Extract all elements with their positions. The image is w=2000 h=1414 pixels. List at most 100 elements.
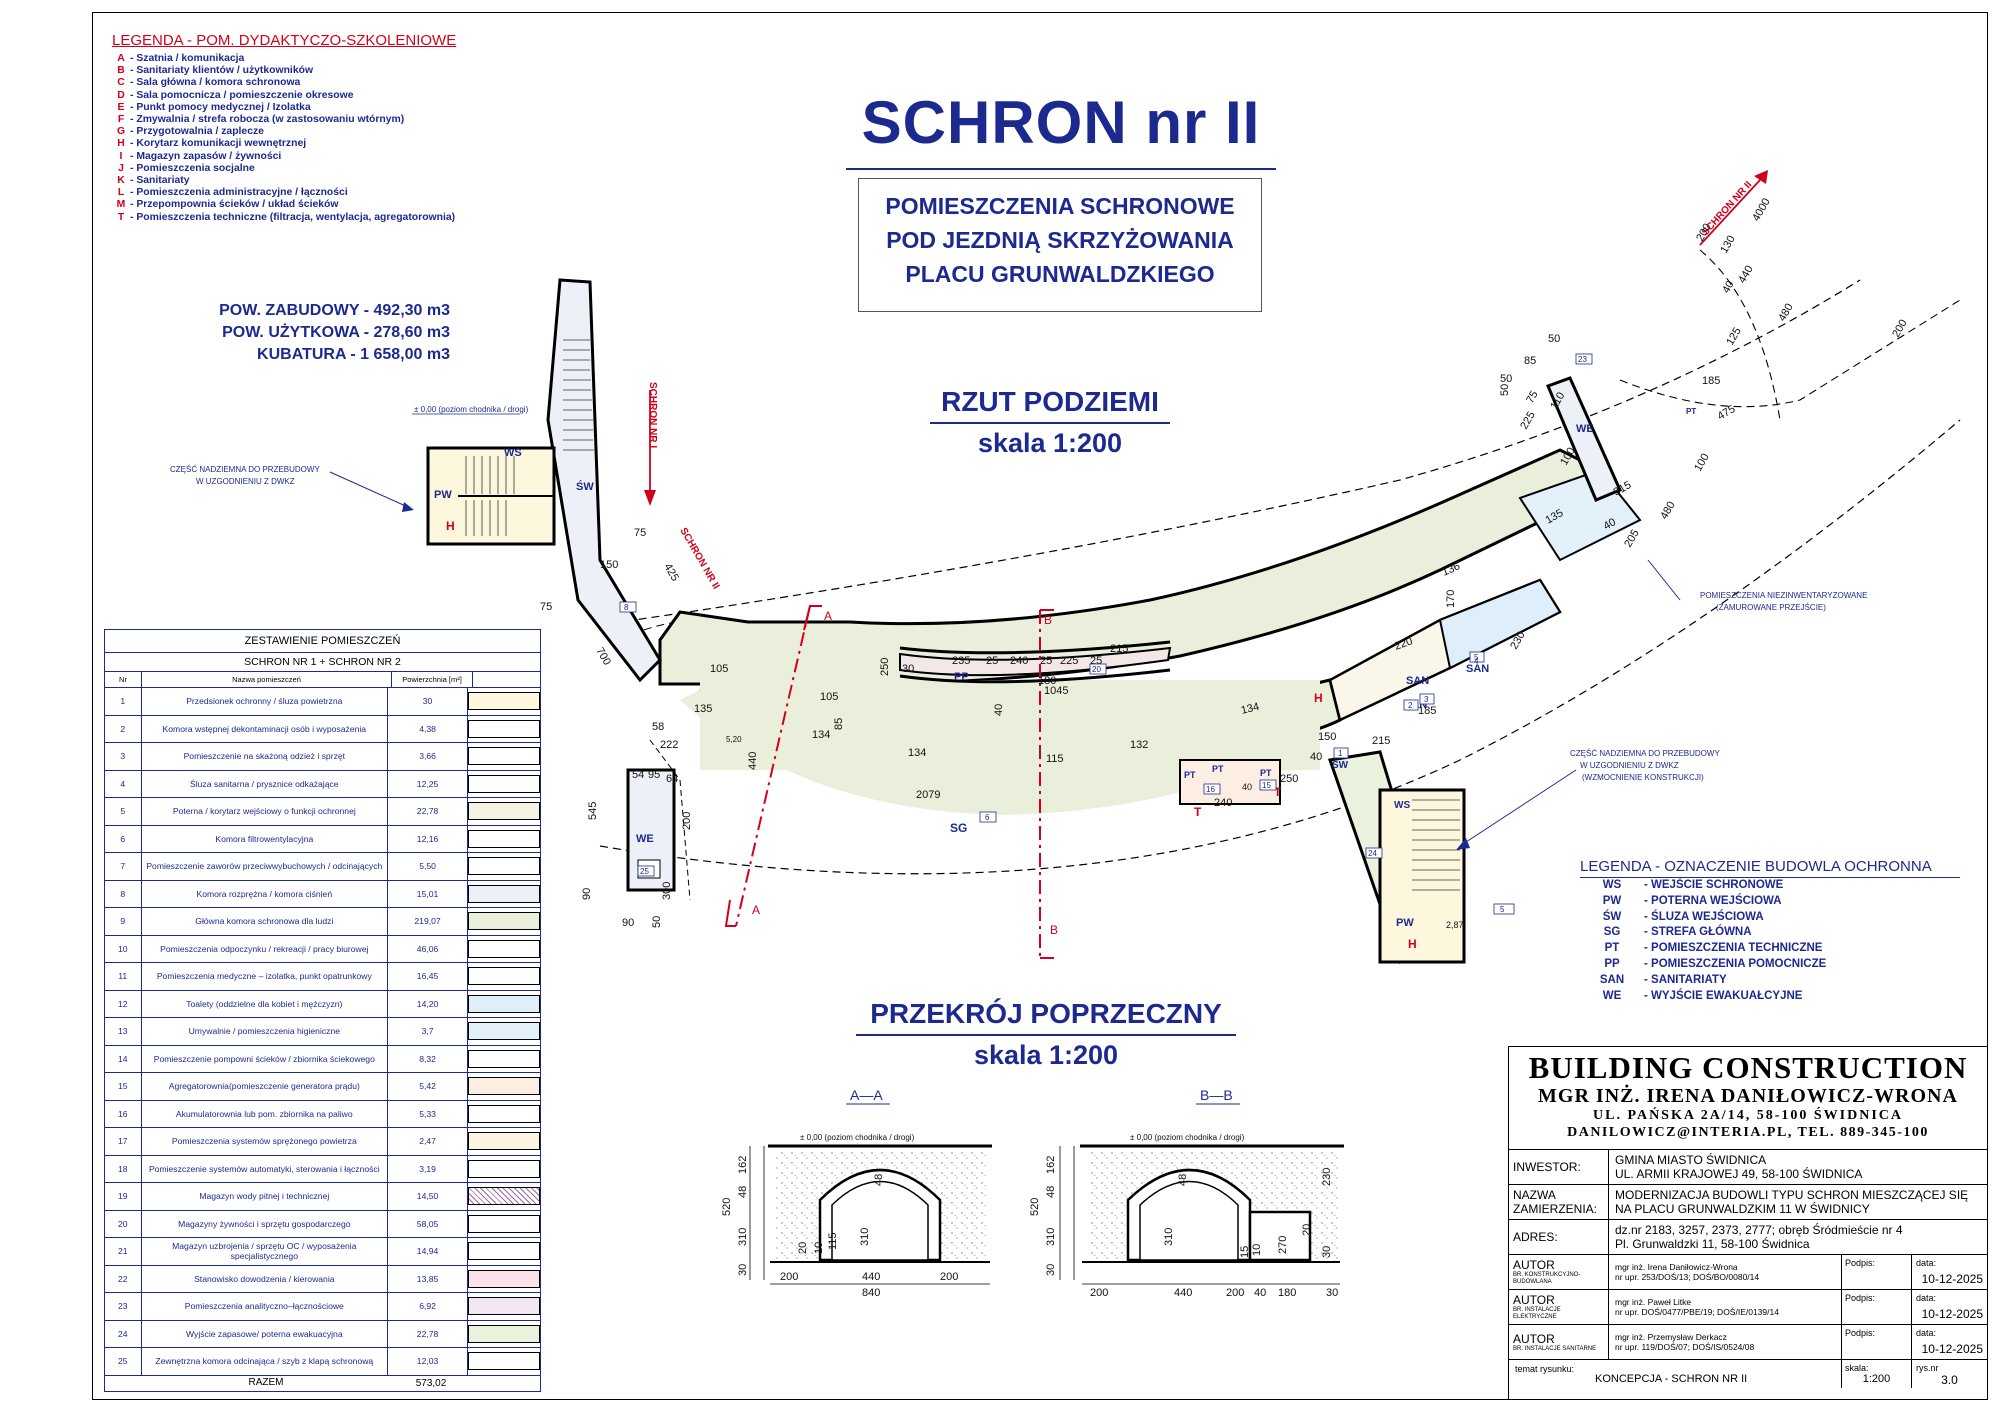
dim-text: 50 [1500, 373, 1512, 385]
section-bb-drawing [1059, 1144, 1344, 1285]
row-area: 3,66 [388, 743, 468, 770]
dim-text: 85 [1524, 355, 1536, 367]
room-label: PT [1686, 407, 1696, 416]
schron2-arrow-top [1699, 179, 1761, 246]
row-area: 13,85 [388, 1265, 468, 1292]
outer-envelope-dashed-lower [599, 419, 1961, 875]
legend-key: F [117, 114, 125, 126]
legend-key: SG [1603, 926, 1621, 939]
author-name: mgr inż. Przemysław Derkacz [1615, 1332, 1727, 1342]
legend-value: - Szatnia / komunikacja [130, 53, 245, 64]
row-name: Śluza sanitarna / prysznice odkażające [142, 770, 389, 797]
room-label: T [1274, 785, 1282, 799]
color-swatch [468, 1352, 540, 1371]
room-number: 3 [1424, 695, 1429, 704]
section-aa-dim: 840 [862, 1287, 880, 1299]
row-area: 22,78 [388, 1320, 468, 1347]
rooms-table: ZESTAWIENIE POMIESZCZEŃ SCHRON NR 1 + SC… [104, 629, 541, 1392]
dim-text: 115 [1046, 753, 1064, 765]
rooms-table-total: RAZEM 573,02 [105, 1376, 540, 1391]
dim-text: 185 [1702, 375, 1720, 387]
color-swatch [468, 1132, 540, 1151]
note-unlisted-line2: (ZAMUROWANE PRZEJŚCIE) [1716, 603, 1826, 612]
legend-didactic-item: L- Pomieszczenia administracyjne / łączn… [112, 187, 532, 199]
legend-didactic-item: T- Pomieszczenia techniczne (filtracja, … [112, 212, 532, 224]
schron1-label: SCHRON NR I [647, 382, 658, 448]
section-aa-dim: 48 [737, 1186, 749, 1198]
room-number: 25 [640, 867, 649, 876]
legend-key: K [117, 175, 125, 187]
row-name: Pomieszczenie pompowni ścieków / zbiorni… [142, 1045, 389, 1072]
section-aa-dim: 310 [859, 1228, 871, 1246]
room-label: T [1194, 805, 1202, 819]
section-bb-dim: 270 [1277, 1236, 1289, 1254]
row-name: Umywalnie / pomieszczenia higieniczne [142, 1018, 389, 1045]
subtitle-line: POD JEZDNIĄ SKRZYŻOWANIA [886, 227, 1234, 253]
color-swatch [468, 939, 540, 958]
color-swatch [468, 1324, 540, 1343]
investor-label: INWESTOR: [1509, 1150, 1609, 1184]
dim-text: 222 [660, 739, 678, 751]
room-label: PP [954, 671, 969, 683]
firm-header: BUILDING CONSTRUCTION MGR INŻ. IRENA DAN… [1509, 1047, 1987, 1150]
room-number: 15 [1262, 781, 1271, 790]
legend-didactic-item: D- Sala pomocnicza / pomieszczenie okres… [112, 90, 532, 102]
dim-text: 95 [648, 769, 660, 781]
dim-text: 240 [1010, 655, 1028, 667]
legend-value: - Sanitariaty [130, 175, 190, 187]
row-area: 58,05 [388, 1210, 468, 1237]
legend-building-item: WS- WEJŚCIE SCHRONOWE [1580, 878, 1960, 894]
dim-text: 58 [652, 721, 664, 733]
row-name: Pomieszczenia odpoczynku / rekreacji / p… [142, 935, 389, 962]
section-aa-dim: 162 [737, 1156, 749, 1174]
header-name: Nazwa pomieszczeń [142, 672, 392, 687]
row-nr: 2 [105, 715, 142, 742]
row-nr: 16 [105, 1100, 142, 1127]
section-aa-level: ± 0,00 (poziom chodnika / drogi) [800, 1133, 915, 1142]
color-swatch [468, 1187, 540, 1206]
room-label: SAN [1406, 675, 1429, 687]
legend-key: L [117, 187, 125, 199]
row-nr: 10 [105, 935, 142, 962]
room-label: WS [504, 447, 522, 459]
room-label: PW [1396, 917, 1414, 929]
legend-key: H [117, 138, 125, 150]
rooms-table-title: ZESTAWIENIE POMIESZCZEŃ [105, 630, 540, 653]
legend-key: I [119, 150, 123, 162]
row-nr: 7 [105, 853, 142, 880]
row-name: Pomieszczenie na skażoną odzież i sprzęt [142, 743, 389, 770]
legend-value: - Pomieszczenia socjalne [130, 162, 255, 174]
dim-text: 50 [1548, 333, 1560, 345]
legend-building-item: ŚW- ŚLUZA WEJŚCIOWA [1580, 910, 1960, 926]
section-aa-dim: 310 [737, 1228, 749, 1246]
legend-value: - Przepompownia ścieków / układ ścieków [130, 199, 339, 211]
section-mark: B [1044, 613, 1052, 627]
note-right-line3: (WZMOCNIENIE KONSTRUKCJI) [1582, 773, 1704, 782]
legend-didactic-item: I- Magazyn zapasów / żywności [112, 151, 532, 163]
section-heading: PRZEKRÓJ POPRZECZNY skala 1:200 [856, 998, 1236, 1071]
dim-text: 5,20 [726, 735, 742, 744]
section-bb-dim: 30 [1326, 1287, 1338, 1299]
room-label: WE [636, 833, 654, 845]
row-area: 46,06 [388, 935, 468, 962]
san-room [1438, 578, 1562, 670]
section-bb-dim: 440 [1174, 1287, 1192, 1299]
author-name: mgr inż. Irena Daniłowicz-Wrona [1615, 1262, 1738, 1272]
dim-text: 480 [1658, 500, 1678, 522]
dim-text: 150 [600, 559, 618, 571]
row-nr: 6 [105, 825, 142, 852]
section-bb-level: ± 0,00 (poziom chodnika / drogi) [1130, 1133, 1245, 1142]
room-pp-strip [899, 646, 1172, 677]
room-label: PT [1212, 764, 1224, 774]
